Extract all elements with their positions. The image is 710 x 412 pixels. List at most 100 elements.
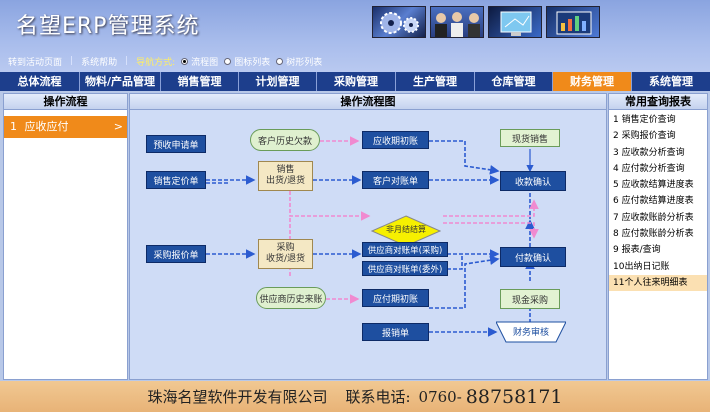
node-finance-audit-shape[interactable] bbox=[496, 321, 566, 343]
reports-list: 1 销售定价查询 2 采购报价查询 3 应收款分析查询 4 应付款分析查询 5 … bbox=[609, 110, 707, 292]
report-num: 6 bbox=[613, 196, 619, 207]
app-title: 名望ERP管理系统 bbox=[16, 14, 200, 39]
node-supplier-statement-outsource[interactable]: 供应商对账单(委外) bbox=[362, 261, 448, 276]
node-payable-init[interactable]: 应付期初账 bbox=[362, 289, 429, 307]
radio-tree-list[interactable] bbox=[276, 57, 284, 65]
node-sales-delivery-line1: 销售 bbox=[276, 165, 295, 175]
sidebar-item-number: 1 bbox=[10, 120, 17, 133]
report-num: 8 bbox=[613, 229, 619, 240]
footer-phone-label: 联系电话: bbox=[345, 388, 411, 406]
report-num: 1 bbox=[613, 115, 619, 125]
flowchart-panel: 操作流程图 bbox=[129, 93, 607, 380]
report-num: 10 bbox=[613, 261, 625, 272]
people-banner-image bbox=[430, 6, 484, 38]
report-label: 应付款分析查询 bbox=[621, 163, 685, 174]
top-toolbar: 转到活动页面 | 系统帮助 | 导航方式: 流程图 图标列表 树形列表 bbox=[8, 54, 528, 68]
node-purchase-receipt[interactable]: 采购 收货/退货 bbox=[258, 239, 313, 269]
report-label: 应付款结算进度表 bbox=[621, 196, 694, 207]
sidebar-item-label: 应收应付 bbox=[24, 120, 69, 133]
node-customer-history-debt[interactable]: 客户历史欠款 bbox=[250, 129, 320, 151]
flowchart-canvas: 预收申请单 销售定价单 采购报价单 客户历史欠款 销售 出货/退货 采购 收货/… bbox=[130, 111, 606, 379]
report-num: 5 bbox=[613, 180, 619, 191]
node-non-monthly-label: 非月结结算 bbox=[386, 225, 426, 234]
flowchart-panel-title: 操作流程图 bbox=[130, 94, 606, 110]
menu-warehouse[interactable]: 仓库管理 bbox=[475, 72, 553, 91]
report-item[interactable]: 5 应收款结算进度表 bbox=[609, 177, 707, 193]
node-sales-price[interactable]: 销售定价单 bbox=[146, 171, 206, 189]
node-finance-audit[interactable]: 财务审核 bbox=[512, 328, 549, 338]
menu-overall-process[interactable]: 总体流程 bbox=[0, 72, 80, 91]
report-item-selected[interactable]: 11个人往来明细表 bbox=[609, 274, 707, 292]
footer-company: 珠海名望软件开发有限公司 bbox=[147, 388, 328, 406]
report-label: 应收款账龄分析表 bbox=[621, 212, 694, 223]
node-customer-statement[interactable]: 客户对账单 bbox=[362, 171, 429, 189]
toolbar-divider: | bbox=[125, 56, 129, 66]
node-cash-purchase[interactable]: 现金采购 bbox=[500, 289, 560, 309]
system-help-link[interactable]: 系统帮助 bbox=[81, 57, 118, 68]
sidebar-item-receivable-payable[interactable]: 1 应收应付 > bbox=[4, 116, 127, 138]
process-sidebar-title: 操作流程 bbox=[4, 94, 127, 110]
menu-production[interactable]: 生产管理 bbox=[396, 72, 475, 91]
node-supplier-statement-purchase[interactable]: 供应商对账单(采购) bbox=[362, 242, 448, 257]
report-label: 个人往来明细表 bbox=[624, 277, 688, 288]
node-purchase-price[interactable]: 采购报价单 bbox=[146, 245, 206, 263]
report-num: 3 bbox=[613, 147, 619, 158]
menu-sales[interactable]: 销售管理 bbox=[161, 72, 239, 91]
footer-phone-number: 88758171 bbox=[465, 385, 563, 408]
radio-flowchart-label[interactable]: 流程图 bbox=[191, 57, 219, 68]
report-label: 采购报价查询 bbox=[621, 131, 676, 142]
app-header: 名望ERP管理系统 转到活动页面 | 系统帮助 | 导航方式: 流程图 图标列表… bbox=[0, 0, 710, 72]
radio-tree-list-label[interactable]: 树形列表 bbox=[286, 57, 323, 68]
report-item[interactable]: 3 应收款分析查询 bbox=[609, 145, 707, 161]
report-num: 7 bbox=[613, 212, 619, 223]
menu-purchasing[interactable]: 采购管理 bbox=[317, 72, 396, 91]
node-purchase-receipt-line1: 采购 bbox=[276, 243, 295, 253]
menu-planning[interactable]: 计划管理 bbox=[239, 72, 317, 91]
report-item[interactable]: 4 应付款分析查询 bbox=[609, 161, 707, 177]
report-num: 2 bbox=[613, 131, 619, 142]
radio-icon-list-label[interactable]: 图标列表 bbox=[234, 57, 271, 68]
menu-material-product[interactable]: 物料/产品管理 bbox=[80, 72, 161, 91]
report-label: 出纳日记账 bbox=[624, 261, 670, 272]
gears-banner-image bbox=[372, 6, 426, 38]
chevron-right-icon: > bbox=[113, 120, 123, 133]
report-item[interactable]: 2 采购报价查询 bbox=[609, 128, 707, 144]
footer-phone-area: 0760- bbox=[418, 387, 462, 406]
report-num: 9 bbox=[613, 245, 619, 256]
node-receivable-init[interactable]: 应收期初账 bbox=[362, 131, 429, 149]
radio-icon-list[interactable] bbox=[224, 57, 232, 65]
report-item[interactable]: 9 报表/查询 bbox=[609, 242, 707, 258]
report-label: 报表/查询 bbox=[621, 245, 661, 256]
toolbar-divider: | bbox=[70, 56, 74, 66]
report-label: 销售定价查询 bbox=[621, 115, 676, 125]
node-receipt-confirm[interactable]: 收款确认 bbox=[500, 171, 566, 191]
report-label: 应收款分析查询 bbox=[621, 147, 685, 158]
node-supplier-history-debt[interactable]: 供应商历史来账 bbox=[256, 287, 326, 309]
node-presale-request[interactable]: 预收申请单 bbox=[146, 135, 206, 153]
menu-system[interactable]: 系统管理 bbox=[649, 75, 693, 88]
reports-panel: 常用查询报表 1 销售定价查询 2 采购报价查询 3 应收款分析查询 4 应付款… bbox=[608, 93, 708, 380]
menu-finance[interactable]: 财务管理 bbox=[553, 72, 632, 91]
reports-panel-title: 常用查询报表 bbox=[609, 94, 707, 110]
report-item[interactable]: 10出纳日记账 bbox=[609, 259, 707, 275]
report-label: 应付款账龄分析表 bbox=[621, 229, 694, 240]
chart-banner-image bbox=[546, 6, 600, 38]
node-payment-confirm[interactable]: 付款确认 bbox=[500, 247, 566, 267]
report-item[interactable]: 7 应收款账龄分析表 bbox=[609, 210, 707, 226]
report-item[interactable]: 8 应付款账龄分析表 bbox=[609, 226, 707, 242]
report-item[interactable]: 1 销售定价查询 bbox=[609, 112, 707, 128]
main-menu-bar: 总体流程 物料/产品管理 销售管理 计划管理 采购管理 生产管理 仓库管理 财务… bbox=[0, 72, 710, 91]
node-sales-delivery[interactable]: 销售 出货/退货 bbox=[258, 161, 313, 191]
node-purchase-receipt-line2: 收货/退货 bbox=[265, 254, 306, 264]
goto-active-page-link[interactable]: 转到活动页面 bbox=[8, 57, 63, 68]
report-item[interactable]: 6 应付款结算进度表 bbox=[609, 193, 707, 209]
node-cash-sales[interactable]: 现货销售 bbox=[500, 129, 560, 147]
node-sales-delivery-line2: 出货/退货 bbox=[265, 176, 306, 186]
computer-banner-image bbox=[488, 6, 542, 38]
flowchart-connectors bbox=[206, 136, 539, 337]
node-reimbursement[interactable]: 报销单 bbox=[362, 323, 429, 341]
report-num: 11 bbox=[613, 277, 625, 288]
radio-flowchart[interactable] bbox=[181, 57, 189, 65]
footer-bar: 珠海名望软件开发有限公司 联系电话: 0760-88758171 bbox=[0, 381, 710, 412]
report-num: 4 bbox=[613, 163, 619, 174]
